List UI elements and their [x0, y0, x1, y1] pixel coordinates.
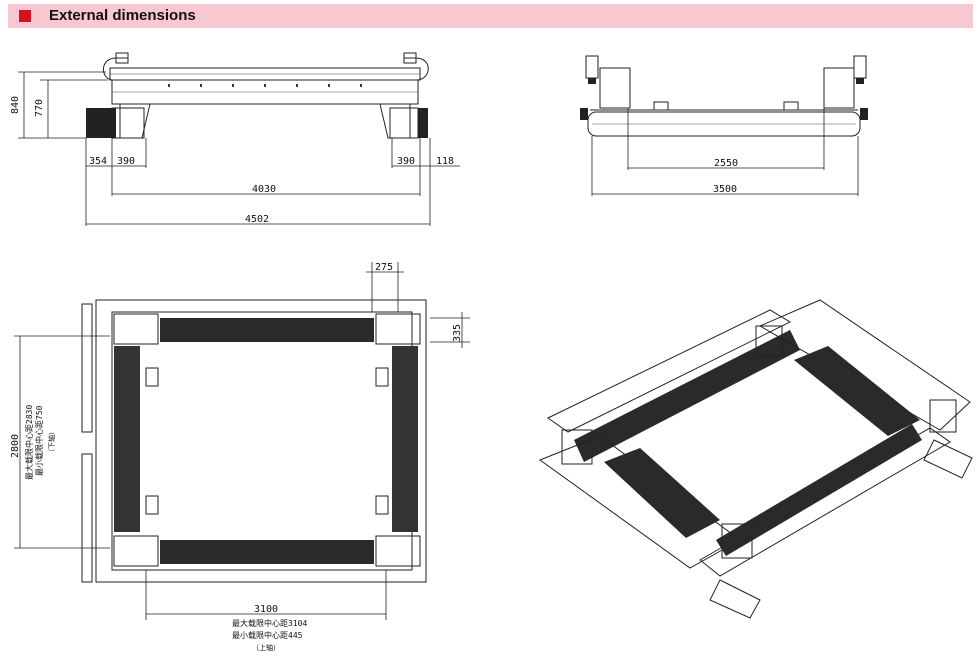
- top-dim-vertical-max: 最大载限中心距2830: [24, 405, 34, 480]
- top-dim-vertical-axis: （下轴）: [47, 428, 56, 456]
- top-dim-horizontal-axis: （上轴）: [252, 643, 280, 652]
- front-dim-840: 840: [10, 96, 21, 114]
- front-view: 840 770 354 390 390 118 4030 4502: [10, 52, 460, 226]
- top-view: 275 335 2800 最大载限中心距2830 最小载限中心距750 （下轴）…: [10, 262, 470, 652]
- side-dim-3500: 3500: [713, 184, 737, 195]
- front-dim-354: 354: [89, 156, 107, 167]
- front-dim-4030: 4030: [252, 184, 276, 195]
- top-dim-2800: 2800: [10, 434, 21, 458]
- front-dim-390-right: 390: [397, 156, 415, 167]
- top-dim-3100: 3100: [254, 604, 278, 615]
- front-dim-390-left: 390: [117, 156, 135, 167]
- front-dim-770: 770: [34, 99, 45, 117]
- top-dim-335: 335: [452, 324, 463, 342]
- section-header: External dimensions: [8, 4, 973, 28]
- iso-view: [538, 299, 973, 619]
- front-dim-4502: 4502: [245, 214, 269, 225]
- top-dim-horizontal-max: 最大载限中心距3104: [232, 618, 307, 628]
- side-view: 2550 3500: [580, 55, 868, 196]
- section-title: External dimensions: [49, 7, 196, 24]
- top-dim-vertical-min: 最小载限中心距750: [34, 405, 44, 476]
- bullet-square-icon: [19, 10, 31, 22]
- top-dim-275: 275: [375, 262, 393, 273]
- front-dim-118: 118: [436, 156, 454, 167]
- top-dim-horizontal-min: 最小载限中心距445: [232, 630, 303, 640]
- side-dim-2550: 2550: [714, 158, 738, 169]
